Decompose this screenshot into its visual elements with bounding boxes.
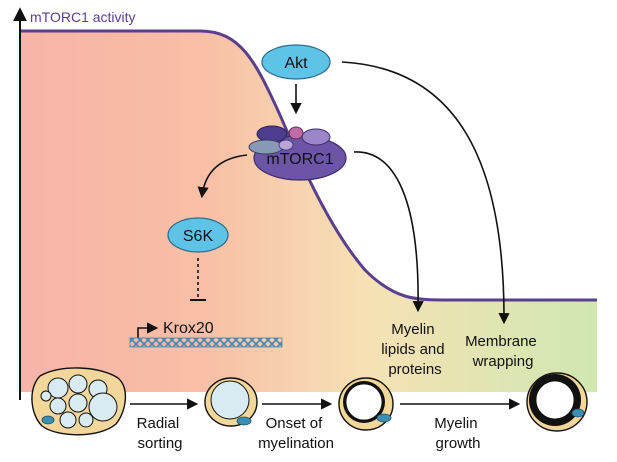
akt-node: Akt [261, 44, 331, 80]
arrow-mtorc1-to-s6k [197, 154, 248, 199]
sorted-axon-cell [204, 377, 258, 427]
activity-area [20, 31, 597, 392]
s6k-label: S6K [183, 228, 214, 245]
myelinating-axon-cell [338, 377, 394, 431]
dna-strand [129, 337, 283, 348]
s6k-node: S6K [167, 217, 229, 253]
radial-sorting-label: Radial sorting [137, 415, 184, 452]
y-axis-title: mTORC1 activity [30, 9, 136, 25]
mtorc1-label: mTORC1 [266, 151, 333, 168]
arrow-mtorc1-to-myelin [353, 151, 424, 313]
promoter-arrow-icon [137, 322, 159, 338]
akt-label: Akt [284, 55, 308, 72]
onset-of-myelination-label: Onset of myelination [258, 415, 334, 452]
activity-curve [20, 29, 597, 302]
myelin-growth-label: Myelin growth [434, 415, 482, 452]
krox20-label: Krox20 [163, 320, 214, 337]
axon-bundle-cell [31, 367, 126, 436]
krox20-gene: Krox20 [129, 320, 283, 348]
myelinated-axon-cell [526, 372, 588, 432]
arrow-akt-to-membrane [341, 61, 510, 325]
membrane-wrapping-label: Membrane wrapping [465, 333, 541, 370]
mtorc1-complex: mTORC1 [248, 125, 347, 181]
myelin-components-label: Myelin lipids and proteins [381, 321, 449, 378]
